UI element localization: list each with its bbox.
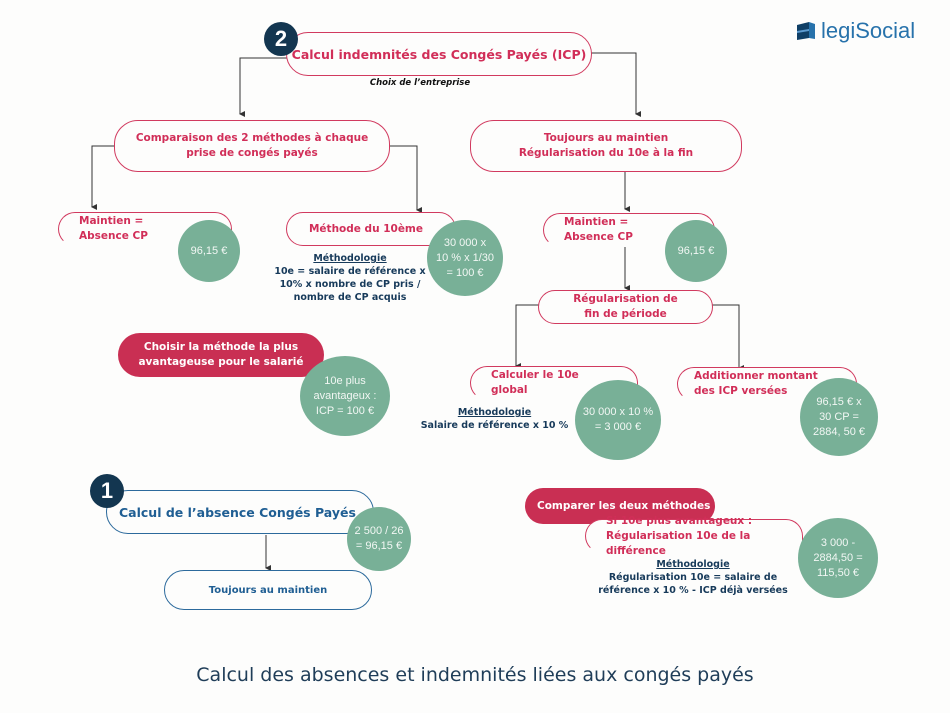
comparison-box: Comparaison des 2 méthodes à chaque pris… [114,120,390,172]
connector-comp-maintien [91,145,116,210]
compare-methods-box: Comparer les deux méthodes [525,488,715,524]
icp-title-box: Calcul indemnités des Congés Payés (ICP) [286,32,592,76]
methode-10e-value: 30 000 x 10 % x 1/30 = 100 € [427,220,503,296]
global-10e-note-title: Méthodologie [457,407,532,418]
sum-icp-value-text: 96,15 € x 30 CP = 2884, 50 € [813,395,865,438]
compare-value: 3 000 - 2884,50 = 115,50 € [798,518,878,598]
comparison-label: Comparaison des 2 méthodes à chaque pris… [135,132,369,159]
methode-10e-note-body: 10e = salaire de référence x 10% x nombr… [274,266,426,303]
choose-method-label: Choisir la méthode la plus avantageuse p… [138,341,304,368]
compare-note-title: Méthodologie [656,559,730,570]
legisocial-logo-icon [797,22,815,40]
global-10e-note-body: Salaire de référence x 10 % [420,420,569,431]
absence-cp-value-text: 2 500 / 26 = 96,15 € [354,525,404,552]
global-10e-note: Méthodologie Salaire de référence x 10 % [412,406,577,432]
methode-10e-label: Méthode du 10ème [308,222,423,235]
connector-comp-10e [388,145,422,213]
compare-methods-label: Comparer les deux méthodes [537,499,711,512]
maintien-left-label: Maintien = Absence CP [79,215,148,242]
choose-method-box: Choisir la méthode la plus avantageuse p… [118,333,324,377]
absence-cp-title: Calcul de l’absence Congés Payés [119,504,356,520]
methode-10e-box: Méthode du 10ème [286,212,456,246]
methode-10e-note: Méthodologie 10e = salaire de référence … [270,252,430,304]
logo-text: legiSocial [821,18,916,43]
choose-method-value-text: 10e plus avantageux : ICP = 100 € [313,374,377,417]
icp-title: Calcul indemnités des Congés Payés (ICP) [291,46,587,62]
connector-regul-global [515,304,540,369]
regularisation-label: Régularisation de fin de période [573,293,678,320]
global-10e-label: Calculer le 10e global [491,369,579,396]
compare-detail-label: Si 10e plus avantageux : Régularisation … [606,514,753,557]
diagram-caption: Calcul des absences et indemnités liées … [196,664,754,686]
compare-detail-box: Si 10e plus avantageux : Régularisation … [585,515,803,557]
maintien-left-value: 96,15 € [178,220,240,282]
toujours-maintien-box: Toujours au maintien Régularisation du 1… [470,120,742,172]
legisocial-logo: legiSocial [795,18,915,44]
maintien-right-value-text: 96,15 € [677,244,715,257]
regularisation-box: Régularisation de fin de période [538,290,713,324]
absence-cp-box: Calcul de l’absence Congés Payés [106,490,374,534]
sum-icp-label: Additionner montant des ICP versées [694,370,818,397]
compare-note: Méthodologie Régularisation 10e = salair… [588,558,798,597]
toujours-maintien-s1-box: Toujours au maintien [164,570,372,610]
step-2-badge: 2 [264,22,298,56]
connector-top-right [590,52,641,117]
choose-method-value: 10e plus avantageux : ICP = 100 € [300,356,390,436]
global-10e-value-text: 30 000 x 10 % = 3 000 € [582,406,654,433]
toujours-maintien-label: Toujours au maintien Régularisation du 1… [518,132,694,159]
compare-value-text: 3 000 - 2884,50 = 115,50 € [813,536,863,579]
methode-10e-note-title: Méthodologie [313,253,387,264]
icp-subtitle: Choix de l’entreprise [369,78,471,88]
maintien-left-value-text: 96,15 € [190,244,228,257]
connector-top-left [239,57,288,117]
maintien-right-label: Maintien = Absence CP [564,216,633,243]
absence-cp-value: 2 500 / 26 = 96,15 € [347,507,411,571]
methode-10e-value-text: 30 000 x 10 % x 1/30 = 100 € [435,236,495,279]
maintien-right-value: 96,15 € [665,220,727,282]
sum-icp-value: 96,15 € x 30 CP = 2884, 50 € [800,378,878,456]
compare-note-body: Régularisation 10e = salaire de référenc… [598,572,788,596]
global-10e-value: 30 000 x 10 % = 3 000 € [575,380,661,460]
connector-regul-sum [712,304,744,371]
step-1-badge: 1 [90,474,124,508]
toujours-maintien-s1-label: Toujours au maintien [208,584,328,596]
